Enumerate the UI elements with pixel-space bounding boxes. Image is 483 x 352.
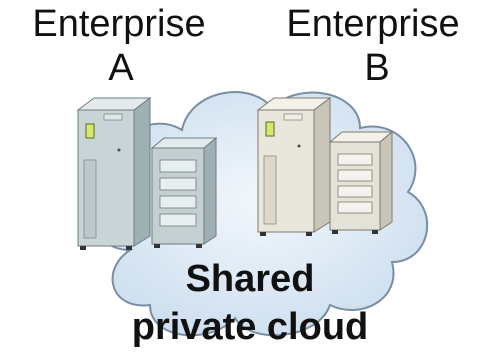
- enterprise-b-tower-server-icon: [256, 97, 332, 236]
- cloud-title-line-2: private cloud: [131, 306, 369, 348]
- enterprise-a-tower-server-icon: [76, 97, 152, 250]
- enterprise-b-letter: B: [364, 47, 390, 89]
- enterprise-b-label: Enterprise: [286, 3, 460, 45]
- enterprise-a-label: Enterprise: [32, 3, 206, 45]
- enterprise-a-letter: A: [108, 47, 134, 89]
- enterprise-b-storage-cabinet-icon: [328, 130, 394, 234]
- cloud-title-line-1: Shared: [185, 258, 315, 300]
- enterprise-a-storage-cabinet-icon: [150, 136, 218, 248]
